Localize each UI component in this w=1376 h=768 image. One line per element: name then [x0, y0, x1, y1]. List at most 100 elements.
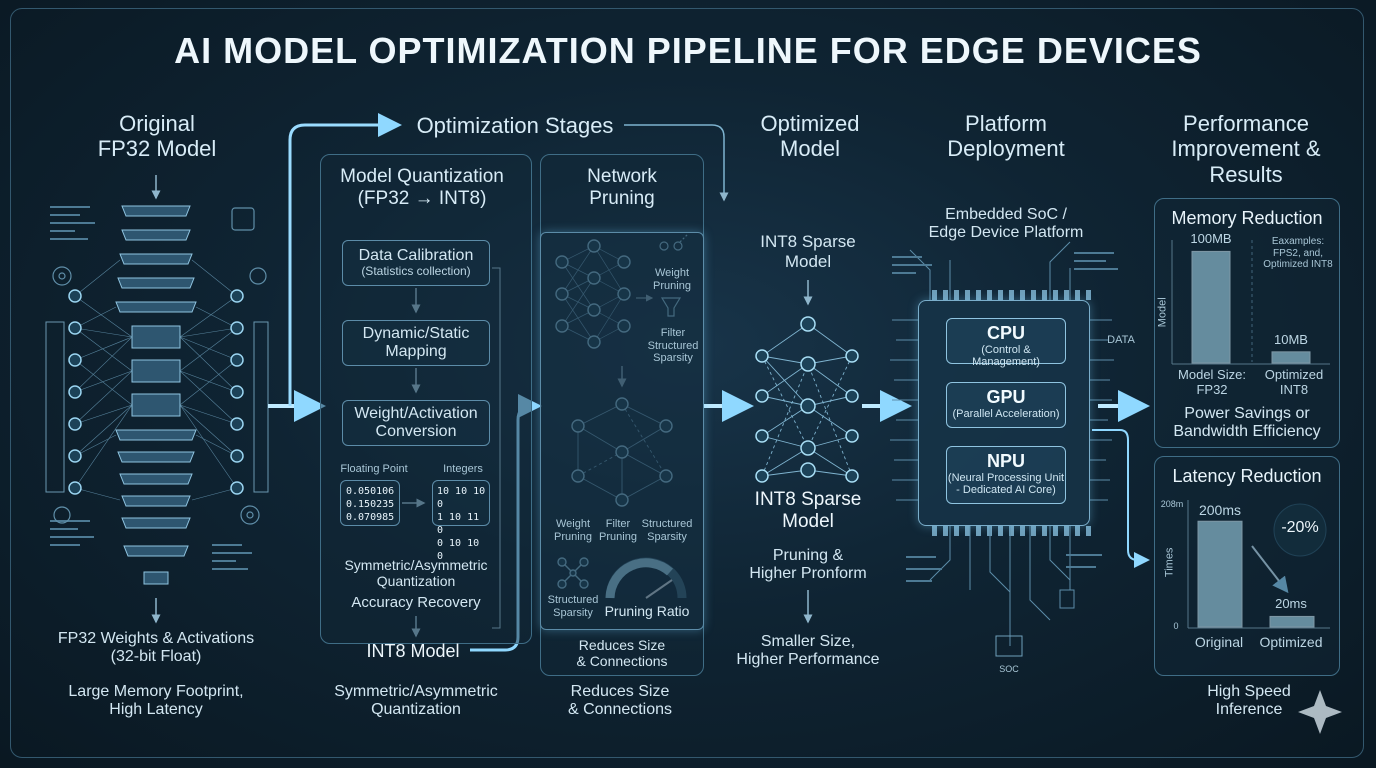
optimized-caption-line2: Higher Performance: [736, 651, 880, 669]
results-heading: Performance Improvement & Results: [1152, 111, 1340, 187]
soc-pin: [1031, 526, 1036, 536]
soc-pin: [1064, 526, 1069, 536]
step-mapping-line2: Mapping: [385, 343, 447, 361]
memory-note-line1: Eaxamples:: [1271, 236, 1325, 247]
quant-flow-arrows: [402, 267, 501, 638]
gear-icon: [52, 266, 267, 525]
memory-xtick-int8-line2: INT8: [1279, 381, 1309, 397]
cpu-name: CPU: [986, 323, 1025, 343]
memory-bar-int8: [1271, 351, 1311, 364]
label-weight-pruning-line2: Pruning: [554, 530, 592, 543]
memory-data-label-int8: 10MB: [1274, 331, 1308, 347]
original-footer-line1: Large Memory Footprint,: [68, 683, 244, 700]
latency-data-label-original: 200ms: [1198, 502, 1242, 519]
memory-axis-label: Model: [1156, 297, 1169, 328]
soc-pin: [998, 526, 1003, 536]
soc-pin: [1053, 290, 1058, 300]
label-filter-pruning-line1: Filter: [605, 518, 631, 530]
soc-pin: [1086, 290, 1091, 300]
latency-panel: [1154, 456, 1340, 676]
filter-line3: Sparsity: [653, 352, 693, 365]
step-mapping: Dynamic/Static Mapping: [342, 320, 490, 366]
input-bar: [45, 321, 65, 493]
original-caption-line1: FP32 Weights & Activations: [57, 630, 255, 647]
pruning-caption-line1: Reduces Size: [570, 683, 670, 700]
latency-xtick-optimized: Optimized: [1259, 634, 1323, 650]
memory-xtick-fp32: Model Size: FP32: [1172, 367, 1252, 398]
latency-chart: [1187, 500, 1330, 629]
fp-label: Floating Point: [340, 463, 408, 475]
latency-title: Latency Reduction: [1172, 466, 1322, 486]
weight-pruning-line1: Weight: [654, 267, 690, 279]
structured-sparsity-caption: Structured Sparsity: [546, 594, 600, 619]
soc-pin: [954, 290, 959, 300]
original-caption: FP32 Weights & Activations (32-bit Float…: [40, 630, 272, 667]
original-heading-line2: FP32 Model: [97, 136, 217, 162]
step-data-calibration: Data Calibration (Statistics collection): [342, 240, 490, 286]
soc-traces: [890, 241, 1114, 646]
soc-pin: [1009, 290, 1014, 300]
label-filter-pruning: Filter Pruning: [598, 518, 638, 543]
output-neurons: [230, 289, 244, 495]
soc-pin: [1075, 526, 1080, 536]
optimized-top-line1: INT8 Sparse: [760, 232, 856, 251]
quantization-title-line2: (FP32 → INT8): [357, 187, 487, 209]
filter-line1: Filter: [660, 327, 686, 339]
label-filter-pruning-line2: Pruning: [599, 530, 637, 543]
pruning-box-caption: Reduces Size & Connections: [540, 637, 704, 669]
network-connections: [74, 259, 238, 501]
hud-decoration: [50, 206, 252, 570]
optimized-network: [755, 316, 859, 483]
fp-values-box: 0.050106 0.150235 0.070985: [340, 480, 400, 526]
platform-heading-line2: Deployment: [947, 136, 1065, 162]
pipeline-arrows: [268, 113, 1150, 652]
board-decoration: [892, 252, 1118, 657]
pruning-title: Network Pruning: [542, 166, 702, 210]
original-network: [45, 175, 269, 624]
results-footer-line2: Inference: [1215, 701, 1283, 719]
results-heading-line1: Performance: [1183, 111, 1309, 136]
original-footer: Large Memory Footprint, High Latency: [40, 683, 272, 720]
gpu-name: GPU: [986, 387, 1026, 407]
quant-caption: Symmetric/Asymmetric Quantization: [320, 683, 512, 720]
optimized-mid-line1: INT8 Sparse: [754, 489, 862, 510]
results-footer: High Speed Inference: [1174, 683, 1324, 720]
int-value: 10 10 10 0: [437, 486, 486, 510]
step-data-calibration-label: Data Calibration: [358, 247, 474, 264]
original-caption-line2: (32-bit Float): [110, 648, 202, 666]
npu-desc-line2: - Dedicated AI Core): [956, 484, 1056, 496]
quantization-panel: [320, 154, 532, 644]
memory-panel: [1154, 198, 1340, 448]
power-savings: Power Savings or Bandwidth Efficiency: [1154, 405, 1340, 442]
soc-pin: [1042, 526, 1047, 536]
label-structured-sparsity: Structured Sparsity: [640, 518, 694, 543]
latency-ytick-top: 208m: [1160, 499, 1184, 509]
platform-sub-line2: Edge Device Platform: [928, 224, 1084, 242]
filter-line2: Structured: [647, 339, 699, 352]
step-data-calibration-desc: (Statistics collection): [361, 264, 471, 279]
soc-pin: [1031, 290, 1036, 300]
memory-title: Memory Reduction: [1171, 208, 1323, 228]
quantization-title-line1: Model Quantization: [340, 166, 504, 187]
platform-sub: Embedded SoC / Edge Device Platform: [906, 206, 1106, 243]
page-title: AI MODEL OPTIMIZATION PIPELINE FOR EDGE …: [174, 30, 1202, 71]
original-heading-line1: Original: [119, 111, 195, 136]
input-neurons: [68, 289, 82, 495]
npu-desc-line1: (Neural Processing Unit: [947, 472, 1065, 484]
int8-model-label: INT8 Model: [366, 641, 460, 661]
original-footer-line2: High Latency: [109, 701, 203, 719]
structured-sparsity-icon: [557, 557, 589, 589]
sparkle-icon: [1298, 690, 1342, 734]
pruning-box-caption-line1: Reduces Size: [578, 637, 666, 653]
fp-value: 0.050106: [346, 486, 395, 497]
stages-heading: Optimization Stages: [416, 113, 614, 138]
memory-data-label-fp32: 100MB: [1190, 231, 1232, 247]
memory-xtick-int8-line1: Optimized: [1264, 367, 1324, 382]
optimized-sub-line2: Higher Pronform: [749, 565, 867, 583]
memory-note: Eaxamples: FPS2, and, Optimized INT8: [1256, 236, 1340, 271]
memory-note-line3: Optimized INT8: [1263, 259, 1333, 270]
label-structured-sparsity-line1: Structured: [641, 518, 693, 530]
optimized-sub-line1: Pruning &: [772, 547, 844, 564]
cpu-desc: (Control & Management): [972, 344, 1040, 368]
pruning-box-caption-line2: & Connections: [576, 653, 668, 670]
